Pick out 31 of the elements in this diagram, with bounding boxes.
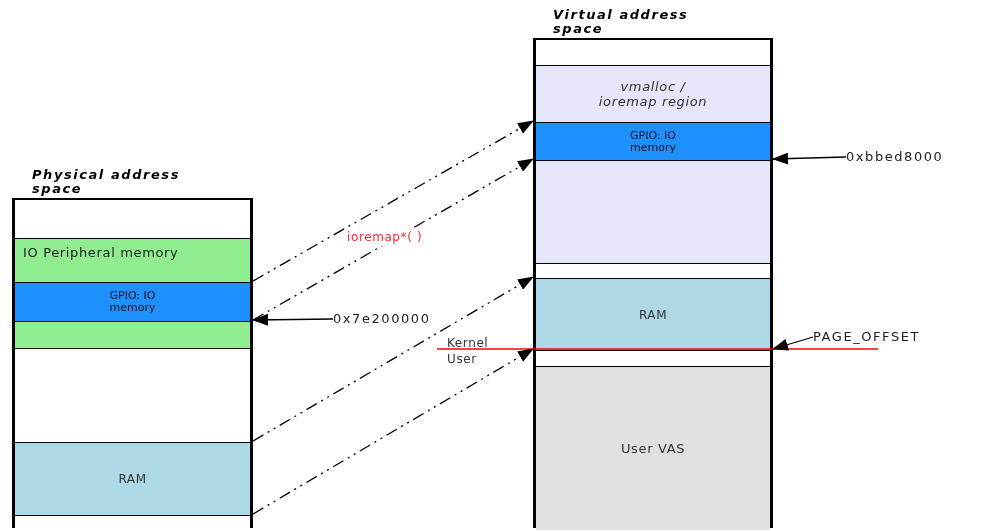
- memory-region: [536, 367, 770, 530]
- empty-region: [15, 322, 250, 349]
- memory-region: [15, 283, 250, 322]
- address-label: 0x7e200000: [333, 310, 431, 328]
- mapping-arrow: [252, 158, 534, 321]
- region-label: GPIO: IO memory: [108, 290, 157, 314]
- region-label: GPIO: IO memory: [629, 129, 677, 154]
- mapping-arrow: [252, 276, 534, 442]
- mapping-arrow: [252, 120, 534, 282]
- memory-region: [15, 239, 250, 283]
- mapping-arrow: [252, 348, 534, 515]
- region-side-label: User: [447, 351, 477, 368]
- column-heading: Virtual address space: [553, 8, 690, 36]
- region-label: vmalloc / ioremap region: [598, 79, 708, 109]
- memory-region: [15, 443, 250, 516]
- address-label: PAGE_OFFSET: [813, 328, 920, 346]
- region-side-label: Kernel: [447, 335, 489, 352]
- pointer-arrow: [772, 152, 847, 165]
- empty-region: [536, 161, 770, 264]
- region-label: RAM: [118, 471, 147, 488]
- region-label: IO Peripheral memory: [22, 244, 180, 260]
- memory-region: [536, 123, 770, 161]
- address-label: 0xbbed8000: [846, 148, 944, 166]
- region-label: RAM: [638, 306, 668, 324]
- region-label: User VAS: [620, 439, 686, 458]
- memory-region: [536, 66, 770, 123]
- column-heading: Physical address space: [32, 168, 181, 196]
- edge-label: ioremap*( ): [346, 228, 424, 246]
- memory-region: [536, 279, 770, 351]
- pointer-arrow: [772, 336, 814, 351]
- pointer-arrow: [252, 313, 334, 326]
